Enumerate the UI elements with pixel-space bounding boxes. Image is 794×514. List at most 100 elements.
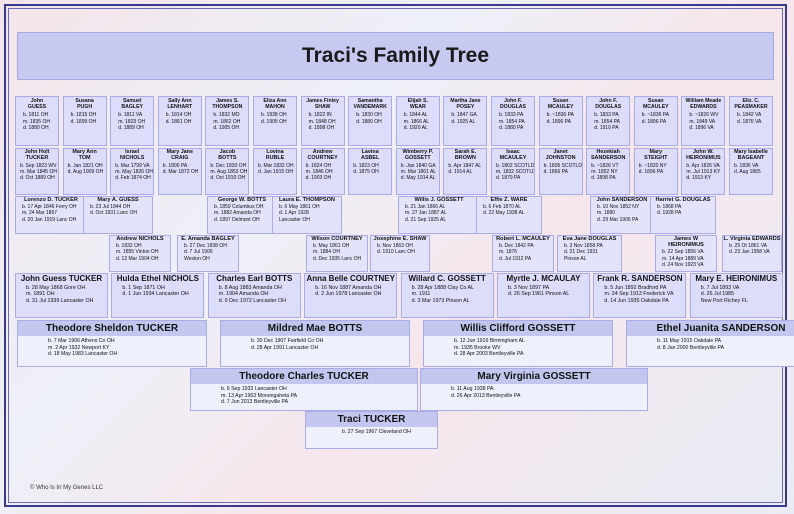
person-detail: b. 1833 PA: [594, 112, 619, 119]
person-detail: m. 1862 OH: [213, 118, 241, 125]
person-name: Laura E. THOMPSON: [279, 197, 335, 203]
person-detail: b. 1811 OH: [23, 112, 49, 119]
person-detail: b. Jan 1840 GA: [400, 162, 436, 169]
person-name: John Holt TUCKER: [24, 149, 50, 161]
person-detail: d. 7 Jun 2013 Bentleyville PA: [221, 399, 289, 405]
person-name: Elijah S. WEAR: [407, 98, 428, 110]
person-detail: m. 1890: [597, 210, 616, 217]
person-detail: b. 7 Mar 1906 Athens Co OH: [48, 338, 115, 344]
person-name: Theodore Charles TUCKER: [191, 369, 417, 384]
person-detail: d. 1896 PA: [546, 118, 571, 125]
person-detail: d. 1913 KY: [686, 175, 712, 182]
person-detail: d. 1897 Delmont OH: [214, 216, 260, 223]
person-name: L. Virginia EDWARDS: [723, 236, 781, 242]
person-detail: m. 1854 PA: [499, 118, 525, 125]
person-detail: d. 1920 AL: [403, 124, 428, 131]
person-detail: b. 1823 OH: [353, 162, 379, 169]
person-name: Mary Isabelle BAGEANT: [734, 149, 768, 161]
person-detail: b. 1806 PA: [162, 162, 188, 169]
person-detail: b. 1836 VA: [734, 162, 759, 169]
person-name: John W. HEIRONIMUS: [686, 149, 721, 161]
person-detail: m. 1849 VA: [689, 118, 716, 125]
person-detail: d. 1898 OH: [308, 124, 335, 131]
person-detail: b. 1832 MO: [213, 112, 240, 119]
person-detail: b. 3 Nov 1897 PA: [508, 284, 550, 291]
person-detail: m. 1852 NY: [591, 169, 618, 176]
person-detail: m. 1832 SCOTLD: [496, 169, 535, 176]
person-name: Frank R. SANDERSON: [597, 274, 683, 283]
person-detail: b. 1815 OH: [70, 112, 97, 119]
person-name: John Guess TUCKER: [20, 274, 103, 283]
person-detail: d. 1 Apr 1928: [279, 210, 309, 217]
person-detail: b. 11 Aug 1938 PA: [451, 386, 494, 392]
person-detail: b. 21 Jan 1866 AL: [405, 204, 446, 211]
person-detail: d. 2 Jun 1978 Lancaster OH: [315, 291, 382, 298]
person-name: Willis J. GOSSETT: [414, 197, 464, 203]
person-name: Mary Virginia GOSSETT: [421, 369, 647, 384]
person-detail: b. 1842 VA: [737, 112, 762, 119]
person-detail: b. 11 May 1915 Oakdale PA: [657, 338, 722, 344]
person-detail: d. Aug 1909 OH: [67, 169, 104, 176]
person-detail: m. 13 Apr 1963 Monongahela PA: [221, 392, 298, 399]
person-detail: d. 1896 PA: [638, 169, 664, 176]
person-detail: d. 1866 PA: [543, 169, 568, 176]
person-detail: m. May 1826 OH: [115, 169, 153, 176]
person-detail: d. 1925 AL: [451, 118, 476, 125]
person-detail: m. 14 Apr 1889 VA: [662, 255, 704, 262]
person-detail: m. Jul 1913 KY: [686, 169, 721, 176]
person-detail: b. 1811 VA: [118, 112, 143, 119]
person-detail: b. ~1836 PA: [641, 112, 670, 119]
person-detail: d. 7 Jul 1906: [184, 249, 213, 256]
person-detail: m. 27 Jan 1887 AL: [405, 210, 447, 217]
person-detail: b. 1814 OH: [165, 112, 192, 119]
person-detail: b. 1844 AL: [403, 112, 428, 119]
person-detail: d. 26 Sep 1961 Pinson AL: [508, 291, 570, 298]
person-detail: d. 12 Mar 1904 OH: [116, 255, 159, 262]
person-detail: b. ~1826 WV: [689, 112, 719, 119]
person-detail: b. 6 Sep 1933 Lancaster OH: [221, 386, 287, 392]
person-detail: d. 31 Jul 1939 Lancaster OH: [26, 298, 94, 305]
person-name: Samuel BAGLEY: [121, 98, 143, 110]
person-name: Willis Clifford GOSSETT: [424, 321, 612, 336]
person-detail: d. 1876 VA: [737, 118, 762, 125]
person-detail: d. 1905 OH: [213, 124, 239, 131]
person-name: Sarah E. BROWN: [454, 149, 477, 161]
person-detail: b. Sep 1823 WV: [20, 162, 57, 169]
person-detail: b. 7 Jul 1893 VA: [700, 284, 740, 291]
person-name: Mary A. GUESS: [97, 197, 139, 203]
person-detail: m. 24 Mar 1867: [22, 210, 58, 217]
person-name: John F. DOUGLAS: [595, 98, 622, 110]
person-detail: d. 1928 PA: [657, 210, 682, 217]
person-detail: b. 1802 SCOTLD: [496, 162, 535, 169]
person-name: James Finley SHAW: [306, 98, 339, 110]
person-name: Effie Z. WARE: [490, 197, 528, 203]
person-name: Hezekiah SANDERSON: [590, 149, 626, 161]
person-detail: d. 26 Apr 2013 Bentleyville PA: [451, 392, 521, 399]
person-name: Charles Earl BOTTS: [216, 274, 293, 283]
person-detail: b. 6 Feb 1870 AL: [483, 204, 522, 211]
person-name: George W. BOTTS: [217, 197, 267, 203]
